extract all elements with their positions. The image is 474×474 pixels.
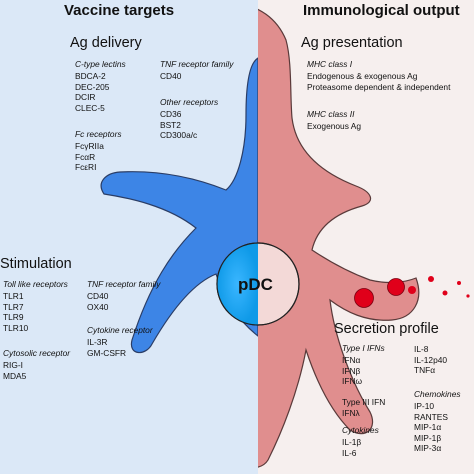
pdc-label: pDC [238, 275, 273, 294]
list-item: Proteasome dependent & independent [307, 81, 451, 92]
list-item: DEC-205 [75, 81, 110, 92]
list-item: FcγRIIa [75, 141, 104, 151]
list-item: IL-1β [342, 437, 362, 447]
secretion-dot [408, 286, 416, 294]
list-item: DCIR [75, 92, 96, 103]
fc-receptors-title: Fc receptors [75, 129, 122, 139]
toll-like-receptors-title: Toll like receptors [3, 279, 68, 289]
list-item: Exogenous Ag [307, 121, 362, 131]
list-item: GM-CSFR [87, 347, 127, 358]
stim-tnf-family-title: TNF receptor family [87, 279, 161, 289]
stim-tnf-family-list: CD40 OX40 [87, 291, 108, 312]
mhc-class-2-title: MHC class II [307, 109, 355, 119]
list-item: OX40 [87, 301, 109, 312]
type-1-ifns-title: Type I IFNs [342, 343, 385, 353]
fc-receptors-list: FcγRIIa FcαR FcεRI [75, 141, 104, 173]
secretion-dot [387, 278, 405, 296]
cytosolic-receptor-title: Cytosolic receptor [3, 348, 71, 358]
cytokines-list: IL-1β IL-6 [342, 437, 361, 458]
cytosolic-receptor-list: RIG-I MDA5 [3, 360, 26, 381]
cytokine-receptor-list: IL-3R GM-CSFR [87, 337, 126, 358]
secretion-dot [442, 290, 448, 296]
mhc-class-1-list: Endogenous & exogenous Ag Proteasome dep… [307, 71, 450, 92]
list-item: RIG-I [3, 360, 24, 370]
list-item: TLR7 [3, 301, 24, 312]
cytokines-title: Cytokines [342, 425, 379, 435]
type-3-ifn-list: Type III IFN IFNλ [342, 397, 385, 418]
tnf-family-list: CD40 [160, 71, 181, 82]
list-item: MIP-1α [414, 422, 442, 433]
secretion-col2-list: IL-8 IL-12p40 TNFα [414, 344, 447, 376]
chemokines-list: IP-10 RANTES MIP-1α MIP-1β MIP-3α [414, 401, 448, 454]
list-item: CD300a/c [160, 130, 198, 141]
mhc-class-2-list: Exogenous Ag [307, 121, 361, 132]
ctype-lectins-list: BDCA-2 DEC-205 DCIR CLEC-5 [75, 71, 109, 113]
list-item: CD36 [160, 109, 182, 119]
list-item: IFNα [342, 355, 361, 365]
list-item: IFNβ [342, 365, 361, 376]
list-item: BDCA-2 [75, 71, 106, 81]
list-item: IL-12p40 [414, 354, 448, 365]
section-ag-delivery: Ag delivery [70, 35, 142, 51]
secretion-dot [466, 294, 470, 298]
list-item: IFNλ [342, 407, 360, 418]
list-item: MIP-1β [414, 432, 442, 443]
list-item: CLEC-5 [75, 102, 105, 113]
list-item: TLR1 [3, 291, 24, 301]
heading-vaccine-targets: Vaccine targets [64, 2, 175, 19]
list-item: IL-3R [87, 337, 108, 347]
list-item: RANTES [414, 411, 448, 422]
list-item: TLR10 [3, 322, 29, 333]
list-item: CD40 [160, 71, 182, 81]
tnf-family-title: TNF receptor family [160, 59, 234, 69]
other-receptors-title: Other receptors [160, 97, 219, 107]
section-ag-presentation: Ag presentation [301, 35, 403, 51]
secretion-dot [457, 281, 461, 285]
list-item: CD40 [87, 291, 109, 301]
list-item: IL-8 [414, 344, 429, 354]
list-item: FcαR [75, 151, 96, 162]
other-receptors-list: CD36 BST2 CD300a/c [160, 109, 197, 141]
list-item: BST2 [160, 119, 181, 130]
section-stimulation: Stimulation [0, 256, 72, 272]
list-item: Type III IFN [342, 397, 386, 407]
list-item: TLR9 [3, 312, 24, 323]
cytokine-receptor-title: Cytokine receptor [87, 325, 153, 335]
list-item: IP-10 [414, 401, 435, 411]
ctype-lectins-title: C-type lectins [75, 59, 126, 69]
heading-immunological-output: Immunological output [303, 2, 460, 19]
mhc-class-1-title: MHC class I [307, 59, 353, 69]
cell-body-pink [258, 8, 420, 468]
toll-like-receptors-list: TLR1 TLR7 TLR9 TLR10 [3, 291, 28, 333]
section-secretion-profile: Secretion profile [334, 321, 439, 337]
list-item: FcεRI [75, 162, 97, 173]
list-item: IFNω [342, 376, 363, 387]
list-item: TNFα [414, 365, 436, 376]
secretion-dot [354, 288, 374, 308]
list-item: MIP-3α [414, 443, 442, 454]
list-item: MDA5 [3, 370, 27, 381]
type-1-ifns-list: IFNα IFNβ IFNω [342, 355, 362, 387]
list-item: Endogenous & exogenous Ag [307, 71, 418, 81]
chemokines-title: Chemokines [414, 389, 461, 399]
nucleus-blue-half [217, 243, 258, 325]
secretion-dot [428, 276, 434, 282]
list-item: IL-6 [342, 447, 357, 458]
